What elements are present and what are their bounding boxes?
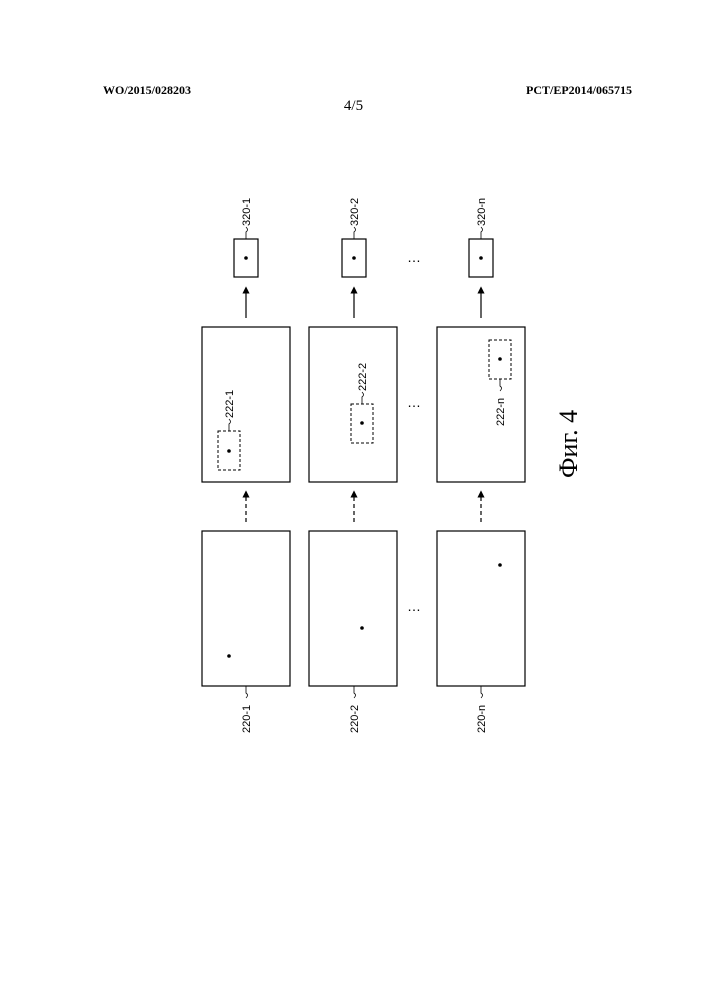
output-point-n (479, 256, 483, 260)
output-leader-2 (354, 227, 356, 239)
input-frame-n (437, 531, 525, 686)
ellipsis-output: … (407, 249, 423, 265)
roi-point-n (498, 357, 502, 361)
roi-label-1: 222-1 (224, 390, 236, 418)
ellipsis-processed: … (407, 394, 423, 410)
roi-point-2 (360, 421, 364, 425)
figure-caption: Фиг. 4 (554, 410, 583, 478)
input-label-2: 220-2 (349, 705, 361, 733)
output-label-n: 320-n (476, 198, 488, 226)
row-2: 320-2 222-2 220-2 (309, 198, 397, 733)
roi-label-n: 222-n (495, 398, 507, 426)
output-leader-1 (246, 227, 248, 239)
output-leader-n (481, 227, 483, 239)
input-label-n: 220-n (476, 705, 488, 733)
row-1: 320-1 222-1 220-1 (202, 198, 290, 733)
row-n: 320-n 222-n 220-n (437, 198, 525, 733)
output-label-2: 320-2 (349, 198, 361, 226)
input-point-n (498, 563, 502, 567)
input-point-1 (227, 654, 231, 658)
processed-frame-n (437, 327, 525, 482)
input-frame-2 (309, 531, 397, 686)
processed-frame-1 (202, 327, 290, 482)
roi-point-1 (227, 449, 231, 453)
input-leader-2 (354, 686, 356, 698)
input-leader-n (481, 686, 483, 698)
output-label-1: 320-1 (241, 198, 253, 226)
roi-label-2: 222-2 (357, 363, 369, 391)
input-point-2 (360, 626, 364, 630)
input-label-1: 220-1 (241, 705, 253, 733)
output-point-2 (352, 256, 356, 260)
input-leader-1 (246, 686, 248, 698)
input-frame-1 (202, 531, 290, 686)
ellipsis-input: … (407, 598, 423, 614)
output-point-1 (244, 256, 248, 260)
